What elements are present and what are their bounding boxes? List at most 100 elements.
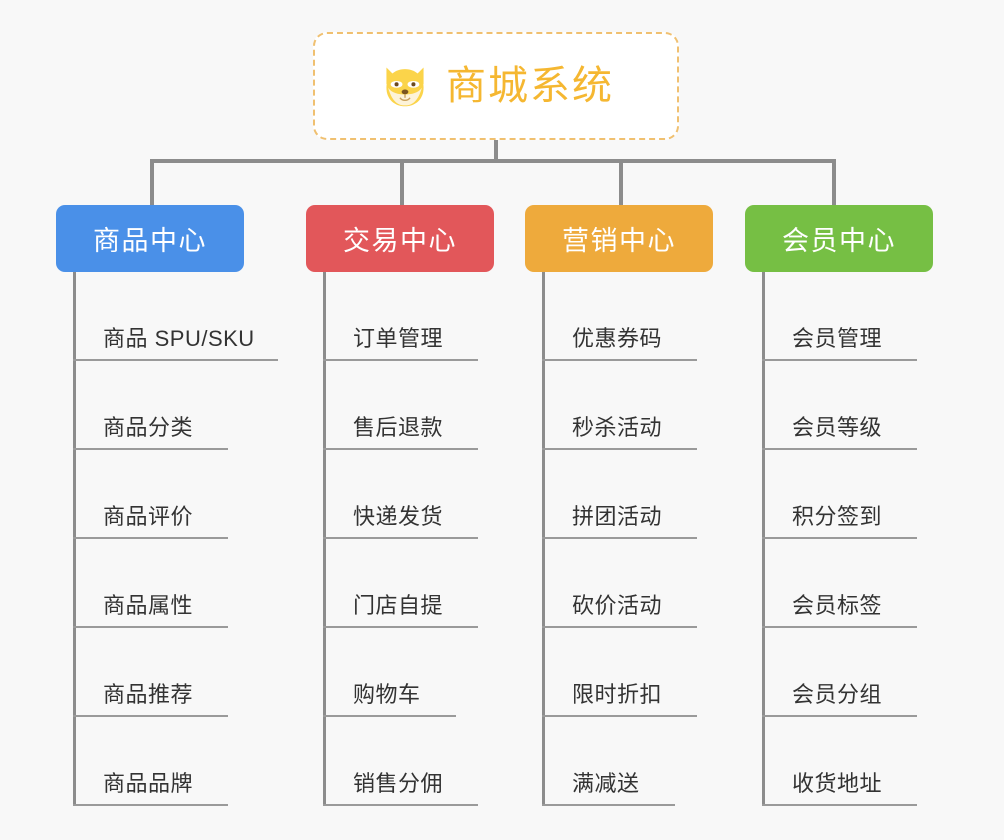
list-item-rule [542,804,675,806]
list-item[interactable]: 满减送 [542,717,713,806]
list-item-label: 秒杀活动 [572,415,663,440]
branch-header-2[interactable]: 营销中心 [525,205,713,272]
list-item-rule [762,359,917,361]
list-item-rule [762,626,917,628]
list-item-label: 商品推荐 [103,682,194,707]
list-item[interactable]: 快递发货 [323,450,494,539]
list-item-rule [323,537,478,539]
branch-spine [542,272,545,806]
list-item-label: 拼团活动 [572,504,663,529]
list-item-rule [323,448,478,450]
branch-spine [762,272,765,806]
list-item[interactable]: 会员管理 [762,272,933,361]
list-item[interactable]: 商品分类 [73,361,244,450]
list-item[interactable]: 砍价活动 [542,539,713,628]
list-item-rule [762,448,917,450]
connector-stem [494,140,498,162]
list-item[interactable]: 会员等级 [762,361,933,450]
list-item-label: 售后退款 [353,415,444,440]
branch-column-3: 会员中心 会员管理 会员等级 积分签到 会员标签 会员分组 收货地址 [745,205,933,806]
list-item[interactable]: 收货地址 [762,717,933,806]
branch-spine [73,272,76,806]
list-item-rule [542,537,697,539]
list-item[interactable]: 秒杀活动 [542,361,713,450]
branch-items-0: 商品 SPU/SKU 商品分类 商品评价 商品属性 商品推荐 商品品牌 [56,272,278,806]
branch-column-2: 营销中心 优惠券码 秒杀活动 拼团活动 砍价活动 限时折扣 满减送 [525,205,713,806]
connector-drop-4 [832,160,836,206]
branch-header-label: 营销中心 [562,226,676,256]
list-item[interactable]: 优惠券码 [542,272,713,361]
branch-spine [323,272,326,806]
branch-header-0[interactable]: 商品中心 [56,205,244,272]
list-item[interactable]: 销售分佣 [323,717,494,806]
list-item-label: 商品 SPU/SKU [103,326,255,351]
list-item-rule [323,715,456,717]
list-item[interactable]: 商品 SPU/SKU [73,272,278,361]
list-item-label: 门店自提 [353,593,444,618]
list-item[interactable]: 订单管理 [323,272,494,361]
list-item-label: 商品分类 [103,415,194,440]
list-item-rule [762,715,917,717]
list-item-label: 购物车 [353,682,421,707]
list-item-rule [762,804,917,806]
connector-bus [150,159,836,163]
list-item-label: 会员分组 [792,682,883,707]
list-item-rule [323,359,478,361]
list-item-label: 砍价活动 [572,593,663,618]
list-item-label: 积分签到 [792,504,883,529]
list-item-label: 收货地址 [792,771,883,796]
list-item-label: 订单管理 [353,326,444,351]
branch-header-label: 交易中心 [343,226,457,256]
list-item-rule [542,359,697,361]
list-item-label: 商品属性 [103,593,194,618]
list-item-label: 满减送 [572,771,640,796]
list-item[interactable]: 会员分组 [762,628,933,717]
root-title: 商城系统 [446,64,614,108]
list-item-rule [762,537,917,539]
branch-column-0: 商品中心 商品 SPU/SKU 商品分类 商品评价 商品属性 商品推荐 商品品牌 [56,205,278,806]
branch-items-3: 会员管理 会员等级 积分签到 会员标签 会员分组 收货地址 [745,272,933,806]
connector-drop-1 [150,160,154,206]
branch-items-2: 优惠券码 秒杀活动 拼团活动 砍价活动 限时折扣 满减送 [525,272,713,806]
branch-items-1: 订单管理 售后退款 快递发货 门店自提 购物车 销售分佣 [306,272,494,806]
branch-header-1[interactable]: 交易中心 [306,205,494,272]
connector-drop-3 [619,160,623,206]
list-item[interactable]: 商品品牌 [73,717,244,806]
list-item-label: 限时折扣 [572,682,663,707]
list-item-rule [542,448,697,450]
list-item-rule [323,804,478,806]
list-item[interactable]: 积分签到 [762,450,933,539]
list-item-rule [73,715,228,717]
branch-header-3[interactable]: 会员中心 [745,205,933,272]
branch-column-1: 交易中心 订单管理 售后退款 快递发货 门店自提 购物车 销售分佣 [306,205,494,806]
list-item[interactable]: 限时折扣 [542,628,713,717]
list-item[interactable]: 门店自提 [323,539,494,628]
list-item-label: 会员等级 [792,415,883,440]
list-item-label: 快递发货 [353,504,444,529]
list-item[interactable]: 拼团活动 [542,450,713,539]
list-item-rule [323,626,478,628]
list-item-rule [73,804,228,806]
list-item-label: 销售分佣 [353,771,444,796]
list-item[interactable]: 商品推荐 [73,628,244,717]
list-item-rule [73,448,228,450]
list-item-label: 商品品牌 [103,771,194,796]
list-item-label: 商品评价 [103,504,194,529]
list-item-rule [73,359,278,361]
list-item[interactable]: 商品属性 [73,539,244,628]
branch-header-label: 会员中心 [782,226,896,256]
list-item[interactable]: 商品评价 [73,450,244,539]
list-item-rule [542,626,697,628]
list-item-rule [73,626,228,628]
root-node[interactable]: 商城系统 [313,32,679,140]
list-item[interactable]: 会员标签 [762,539,933,628]
list-item-label: 优惠券码 [572,326,663,351]
list-item[interactable]: 购物车 [323,628,494,717]
list-item[interactable]: 售后退款 [323,361,494,450]
branch-header-label: 商品中心 [93,226,207,256]
connector-drop-2 [400,160,404,206]
list-item-label: 会员标签 [792,593,883,618]
list-item-label: 会员管理 [792,326,883,351]
list-item-rule [542,715,697,717]
shiba-dog-icon [386,67,424,107]
